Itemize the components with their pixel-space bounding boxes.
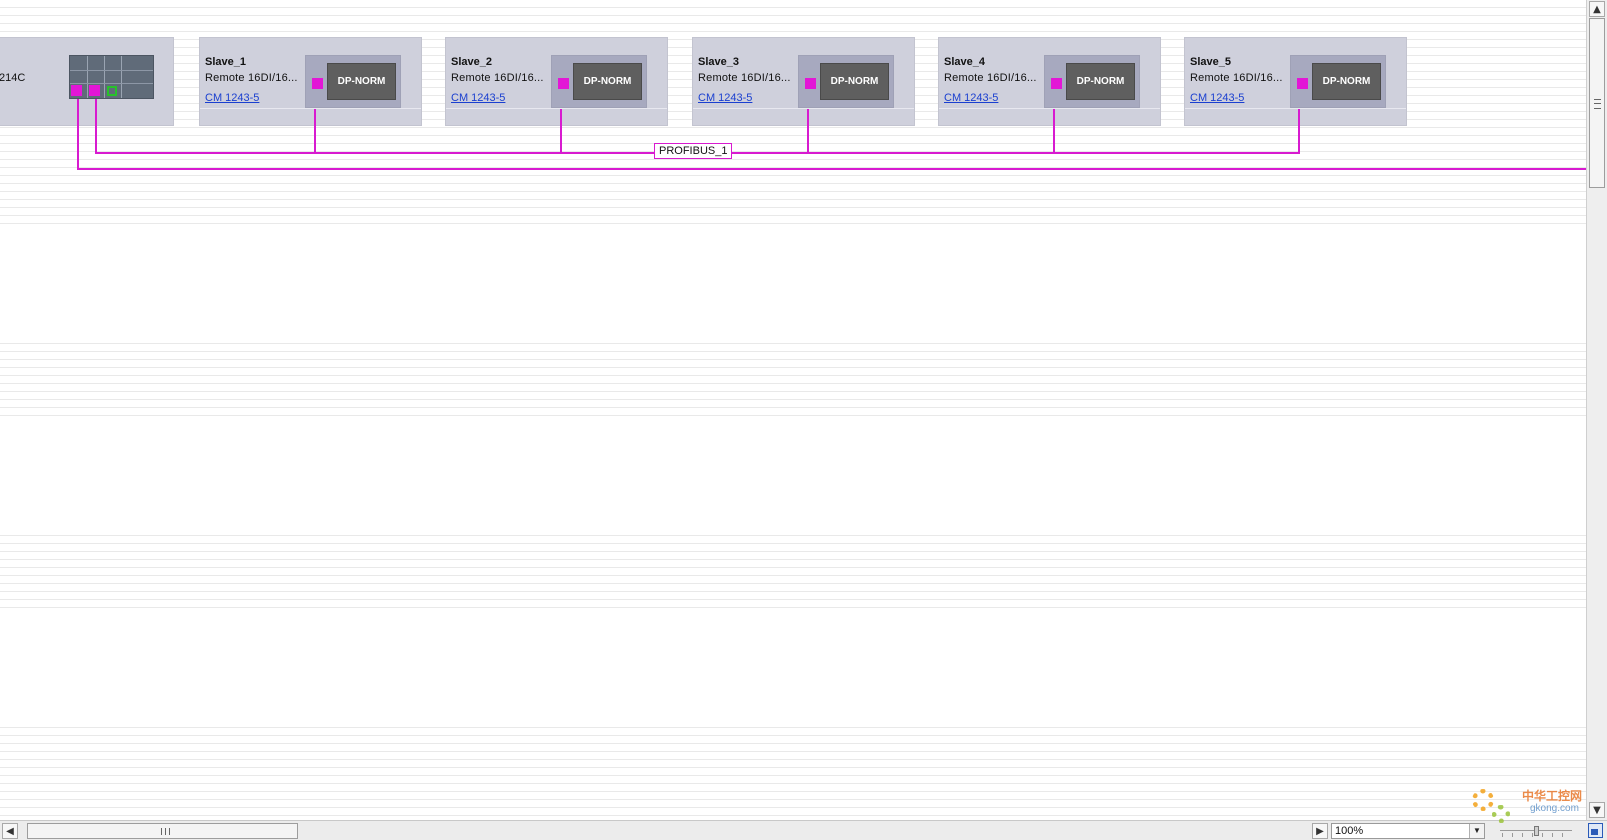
plc-profinet-port[interactable] — [71, 85, 82, 96]
profibus-drop-slave-3 — [807, 109, 809, 154]
vertical-scrollbar[interactable]: ▲ ▼ — [1586, 0, 1607, 820]
dp-port-icon[interactable] — [805, 78, 816, 89]
dp-port-icon[interactable] — [1051, 78, 1062, 89]
slave-cm-link[interactable]: CM 1243-5 — [1190, 92, 1245, 104]
plc-rack[interactable] — [69, 55, 154, 99]
canvas-empty-band — [0, 228, 1586, 340]
chevron-down-icon[interactable]: ▼ — [1469, 824, 1484, 838]
slave-type: Remote 16DI/16... — [1190, 72, 1283, 84]
scroll-right-icon[interactable]: ▶ — [1312, 823, 1328, 839]
profibus-drop-plc — [95, 99, 97, 154]
slave-cm-link[interactable]: CM 1243-5 — [451, 92, 506, 104]
zoom-slider-knob[interactable] — [1534, 826, 1539, 836]
profibus-label[interactable]: PROFIBUS_1 — [654, 143, 733, 159]
dp-norm-badge: DP-NORM — [1066, 63, 1135, 100]
dp-port-icon[interactable] — [1297, 78, 1308, 89]
plc-type-label: 214C — [0, 72, 26, 84]
profinet-line[interactable] — [77, 168, 1586, 170]
dp-port-icon[interactable] — [312, 78, 323, 89]
scroll-down-icon[interactable]: ▼ — [1589, 802, 1605, 818]
slave-device-2[interactable]: Slave_2 Remote 16DI/16... CM 1243-5 DP-N… — [445, 37, 668, 126]
dp-norm-badge: DP-NORM — [327, 63, 396, 100]
bottom-bar: ◀ ▶ 100% ▼ — [0, 820, 1607, 840]
gear-icon — [1472, 789, 1494, 811]
scroll-left-icon[interactable]: ◀ — [2, 823, 18, 839]
slave-type: Remote 16DI/16... — [944, 72, 1037, 84]
profibus-drop-slave-2 — [560, 109, 562, 154]
dp-norm-badge: DP-NORM — [820, 63, 889, 100]
slave-device-1[interactable]: Slave_1 Remote 16DI/16... CM 1243-5 DP-N… — [199, 37, 422, 126]
plc-device[interactable]: 214C — [0, 37, 174, 126]
slave-name: Slave_1 — [205, 56, 246, 68]
profibus-drop-slave-4 — [1053, 109, 1055, 154]
slave-interface-module[interactable]: DP-NORM — [551, 55, 647, 108]
slave-type: Remote 16DI/16... — [205, 72, 298, 84]
slave-type: Remote 16DI/16... — [698, 72, 791, 84]
gkong-watermark: 中华工控网 gkong.com — [1468, 785, 1588, 831]
slave-name: Slave_4 — [944, 56, 985, 68]
dp-port-icon[interactable] — [558, 78, 569, 89]
slave-interface-module[interactable]: DP-NORM — [798, 55, 894, 108]
slave-name: Slave_3 — [698, 56, 739, 68]
horizontal-scroll-thumb[interactable] — [27, 823, 298, 839]
gear-icon — [1492, 805, 1510, 823]
plc-ethernet-port[interactable] — [107, 86, 117, 96]
slave-type: Remote 16DI/16... — [451, 72, 544, 84]
zoom-value: 100% — [1335, 825, 1364, 837]
slave-interface-module[interactable]: DP-NORM — [305, 55, 401, 108]
vertical-scroll-thumb[interactable] — [1589, 18, 1605, 188]
slave-name: Slave_5 — [1190, 56, 1231, 68]
watermark-brand: 中华工控网 — [1522, 789, 1583, 803]
profinet-drop-plc — [77, 99, 79, 170]
slave-cm-link[interactable]: CM 1243-5 — [205, 92, 260, 104]
slave-device-4[interactable]: Slave_4 Remote 16DI/16... CM 1243-5 DP-N… — [938, 37, 1161, 126]
overview-navigation-icon[interactable] — [1588, 823, 1603, 838]
slave-interface-module[interactable]: DP-NORM — [1044, 55, 1140, 108]
canvas-empty-band — [0, 612, 1586, 724]
slave-cm-link[interactable]: CM 1243-5 — [698, 92, 753, 104]
watermark-domain: gkong.com — [1530, 803, 1579, 814]
profibus-drop-slave-5 — [1298, 109, 1300, 154]
scroll-up-icon[interactable]: ▲ — [1589, 1, 1605, 17]
dp-norm-badge: DP-NORM — [1312, 63, 1381, 100]
slave-cm-link[interactable]: CM 1243-5 — [944, 92, 999, 104]
slave-device-5[interactable]: Slave_5 Remote 16DI/16... CM 1243-5 DP-N… — [1184, 37, 1407, 126]
slave-device-3[interactable]: Slave_3 Remote 16DI/16... CM 1243-5 DP-N… — [692, 37, 915, 126]
zoom-slider[interactable] — [1500, 825, 1572, 837]
slave-name: Slave_2 — [451, 56, 492, 68]
canvas-empty-band — [0, 420, 1586, 532]
profibus-drop-slave-1 — [314, 109, 316, 154]
slave-interface-module[interactable]: DP-NORM — [1290, 55, 1386, 108]
plc-dp-port[interactable] — [89, 85, 100, 96]
dp-norm-badge: DP-NORM — [573, 63, 642, 100]
network-view-canvas[interactable]: 214C Slave_1 Remote 16DI/16... CM 1243-5… — [0, 0, 1586, 820]
zoom-select[interactable]: 100% ▼ — [1331, 823, 1485, 839]
